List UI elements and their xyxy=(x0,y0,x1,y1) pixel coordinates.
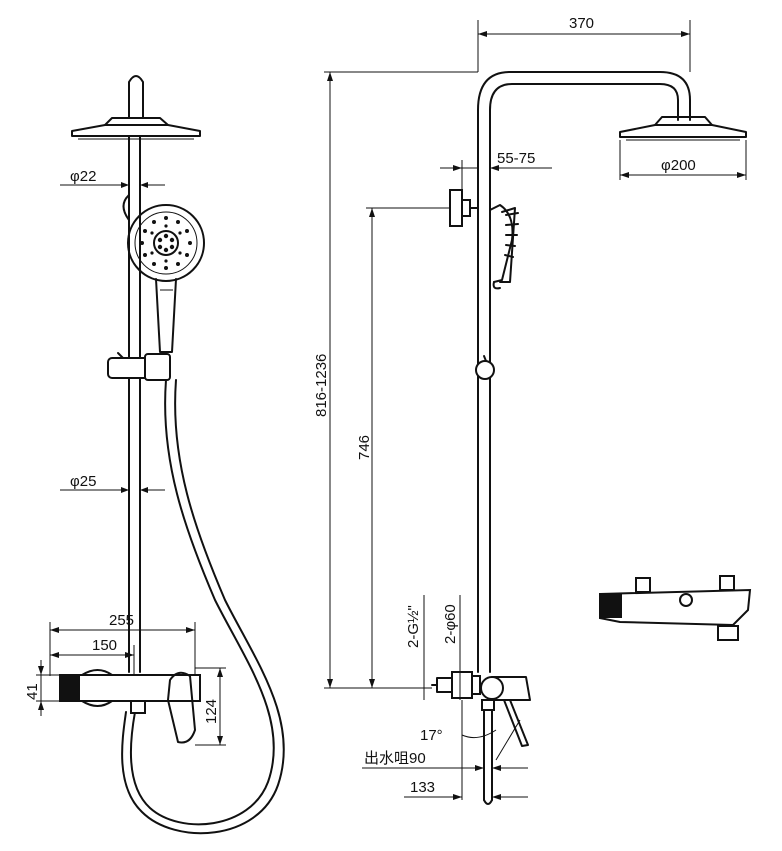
side-slider-knob xyxy=(475,360,495,380)
hand-shower-handle xyxy=(155,278,177,353)
mixer-detail-inlet-right xyxy=(719,575,735,591)
label-dim55-75: 55-75 xyxy=(497,150,535,167)
riser-top-cap xyxy=(128,75,144,119)
label-g-half: 2-G½" xyxy=(405,605,422,648)
mixer-detail-cap xyxy=(600,594,622,618)
side-view xyxy=(431,71,747,805)
shower-arm-outer xyxy=(477,71,691,121)
hand-shower-head xyxy=(127,204,205,282)
label-phi200: φ200 xyxy=(661,157,696,174)
label-angle17: 17° xyxy=(420,727,443,744)
side-lever xyxy=(503,699,529,747)
side-wall-flange xyxy=(449,189,463,227)
mixer-detail-outlet xyxy=(717,625,739,641)
label-dim133: 133 xyxy=(410,779,435,796)
label-phi60: 2-φ60 xyxy=(442,604,459,644)
label-dim150: 150 xyxy=(92,637,117,654)
rain-shower-head-side xyxy=(619,124,747,138)
mixer-detail-port xyxy=(679,593,693,607)
side-wall-connector xyxy=(451,671,473,699)
wall-bracket xyxy=(122,194,130,221)
mixer-detail-view xyxy=(599,575,752,641)
side-view-dimensions: 370 55-75 φ200 816-1236 746 2-G½" 2-φ60 … xyxy=(313,15,747,800)
label-phi22: φ22 xyxy=(70,168,96,185)
side-mixer-body xyxy=(480,676,504,700)
mixer-detail-inlet-left xyxy=(635,577,651,593)
rain-shower-head-front xyxy=(71,124,201,137)
label-dim41: 41 xyxy=(24,683,41,700)
side-hand-shower xyxy=(489,204,514,283)
mixer-cap-left xyxy=(60,675,80,701)
shower-arm-inner xyxy=(489,83,679,121)
label-outlet90: 出水咀90 xyxy=(364,750,426,767)
mixer-detail-body xyxy=(599,588,752,627)
front-view xyxy=(59,75,285,835)
label-dim124: 124 xyxy=(203,699,220,724)
mixer-lever-front xyxy=(167,671,196,744)
label-dim746: 746 xyxy=(356,435,373,460)
hose xyxy=(129,379,275,826)
label-dim255: 255 xyxy=(109,612,134,629)
label-dim816-1236: 816-1236 xyxy=(313,354,330,417)
hand-shower-nozzles xyxy=(140,216,192,270)
label-phi25: φ25 xyxy=(70,473,96,490)
mixer-body-front xyxy=(59,674,201,702)
front-view-dimensions: φ22 φ25 255 150 41 124 xyxy=(24,168,226,746)
label-dim370: 370 xyxy=(569,15,594,32)
outlet-nut-front xyxy=(130,700,146,714)
